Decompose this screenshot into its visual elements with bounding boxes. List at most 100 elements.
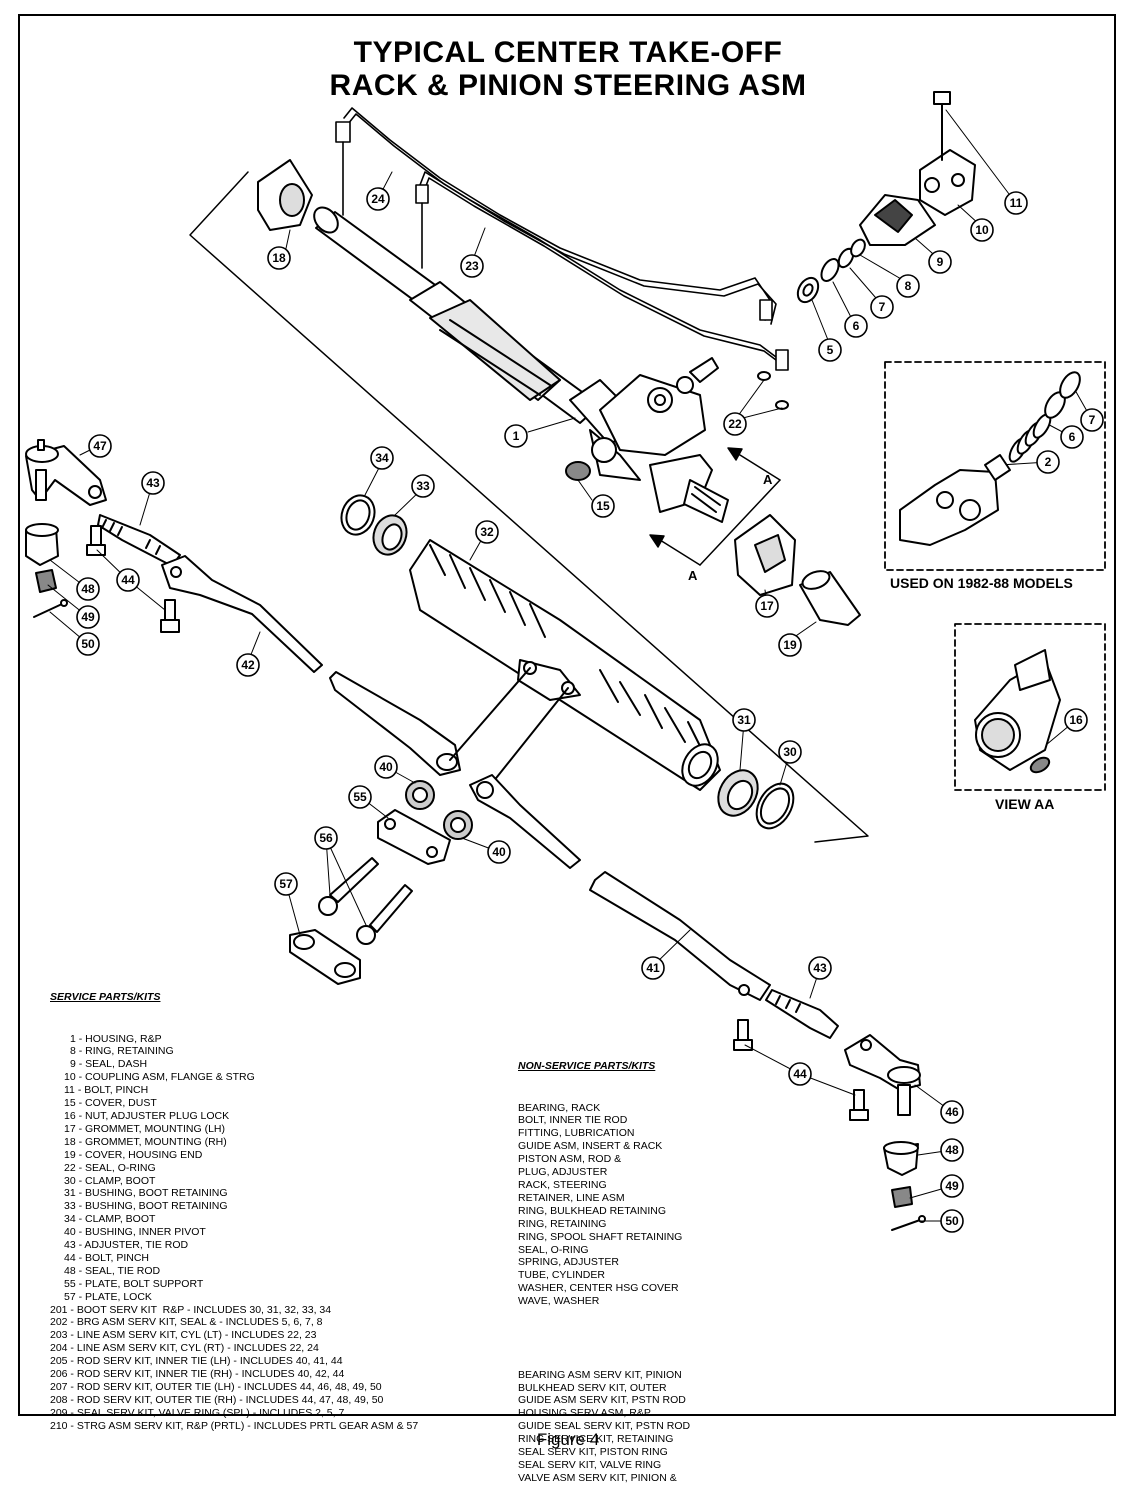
callout-2: 2: [1036, 450, 1060, 474]
exploded-view-diagram: 1 2 5 6 6 7 7 8 9 10 11 15 16 17 18 19 2…: [25, 91, 1106, 1233]
inset-view-aa: [954, 623, 1106, 791]
svg-text:55: 55: [353, 790, 367, 804]
svg-text:43: 43: [146, 476, 160, 490]
figure-frame: [18, 14, 1116, 1416]
list-item: WASHER, CENTER HSG COVER: [518, 1282, 679, 1295]
callout-19: 19: [778, 633, 802, 657]
list-item: 22 - SEAL, O-RING: [64, 1161, 156, 1174]
callout-24: 24: [366, 187, 390, 211]
list-item: 204 - LINE ASM SERV KIT, CYL (RT) - INCL…: [50, 1342, 319, 1355]
list-item: 207 - ROD SERV KIT, OUTER TIE (LH) - INC…: [50, 1381, 382, 1393]
plate-bolt-a: [318, 857, 379, 916]
list-item: HOUSING SERV ASM, R&P: [518, 1407, 651, 1420]
inset-1982-88: [884, 361, 1106, 571]
list-item: 203 - LINE ASM SERV KIT, CYL (LT) - INCL…: [50, 1329, 317, 1342]
housing-end-cover: [799, 570, 861, 626]
callout-57: 57: [274, 872, 298, 896]
callout-9: 9: [928, 250, 952, 274]
svg-text:23: 23: [465, 259, 479, 273]
callout-49-left: 49: [76, 605, 100, 629]
pinch-bolt-left-b: [160, 599, 180, 633]
callout-50-right: 50: [940, 1209, 964, 1233]
svg-text:41: 41: [646, 961, 660, 975]
callout-43-right: 43: [808, 956, 832, 980]
svg-text:57: 57: [279, 877, 293, 891]
inner-pivot-bushing-b: [443, 810, 473, 840]
callout-47: 47: [88, 434, 112, 458]
callout-32: 32: [475, 520, 499, 544]
list-item: GUIDE SEAL SERV KIT, PSTN ROD: [518, 1420, 691, 1433]
list-item: BEARING, RACK: [518, 1101, 601, 1114]
svg-text:46: 46: [945, 1105, 959, 1119]
list-item: 43 - ADJUSTER, TIE ROD: [64, 1239, 189, 1252]
boot-clamp-right: [755, 782, 795, 830]
callout-18: 18: [267, 246, 291, 270]
tie-rod-seal-left: [25, 523, 59, 566]
list-item: 201 - BOOT SERV KIT R&P - INCLUDES 30, 3…: [50, 1303, 332, 1316]
list-item: VALVE ASM SERV KIT, PINION &: [518, 1471, 677, 1484]
svg-text:17: 17: [760, 599, 774, 613]
callout-1: 1: [504, 424, 528, 448]
list-item: 209 - SEAL SERV KIT, VALVE RING (SPL) - …: [50, 1406, 345, 1419]
boot-bushing-left: [372, 514, 408, 556]
callout-42: 42: [236, 653, 260, 677]
svg-text:18: 18: [272, 251, 286, 265]
callout-17: 17: [755, 594, 779, 618]
svg-text:50: 50: [81, 637, 95, 651]
callout-41: 41: [641, 956, 665, 980]
tie-rod-seal-right: [883, 1141, 919, 1176]
svg-text:31: 31: [737, 713, 751, 727]
list-item: 48 - SEAL, TIE ROD: [64, 1264, 161, 1277]
list-item: RETAINER, LINE ASM: [518, 1191, 625, 1204]
list-item: RING SERVICE KIT, RETAINING: [518, 1433, 674, 1446]
svg-text:42: 42: [241, 658, 255, 672]
figure-title-line-1: TYPICAL CENTER TAKE-OFF: [353, 36, 783, 69]
plate-bolt-b: [356, 884, 413, 945]
svg-text:6: 6: [853, 319, 860, 333]
callout-22: 22: [723, 412, 747, 436]
list-item: SEAL SERV KIT, VALVE RING: [518, 1459, 662, 1471]
list-item: 17 - GROMMET, MOUNTING (LH): [64, 1122, 226, 1135]
callout-50-left: 50: [76, 632, 100, 656]
svg-text:16: 16: [1069, 713, 1083, 727]
lock-plate: [289, 929, 361, 985]
service-parts-header: SERVICE PARTS/KITS: [50, 990, 161, 1003]
svg-text:10: 10: [975, 223, 989, 237]
pinch-bolt-right-a: [733, 1019, 753, 1051]
svg-text:49: 49: [81, 610, 95, 624]
list-item: RACK, STEERING: [518, 1178, 607, 1191]
callout-55: 55: [348, 785, 372, 809]
figure-caption: Figure 4: [536, 1430, 600, 1449]
o-rings: [757, 371, 789, 410]
non-service-parts-header: NON-SERVICE PARTS/KITS: [518, 1059, 656, 1072]
list-item: FITTING, LUBRICATION: [518, 1127, 635, 1140]
svg-text:2: 2: [1045, 455, 1052, 469]
callout-8: 8: [896, 274, 920, 298]
castle-nut-left: [35, 569, 57, 593]
svg-text:48: 48: [81, 582, 95, 596]
tie-rod-adjuster-left: [97, 514, 181, 567]
pinion-seal-stack: [796, 91, 976, 304]
list-item: PLUG, ADJUSTER: [518, 1166, 608, 1179]
callout-15: 15: [591, 494, 615, 518]
cylinder-lines: [335, 107, 789, 371]
list-item: 9 - SEAL, DASH: [70, 1058, 148, 1071]
svg-text:7: 7: [1089, 413, 1096, 427]
section-markers: A A: [688, 472, 773, 583]
callout-33: 33: [411, 474, 435, 498]
list-item: GUIDE ASM SERV KIT, PSTN ROD: [518, 1394, 686, 1407]
callout-31: 31: [732, 708, 756, 732]
list-item: RING, SPOOL SHAFT RETAINING: [518, 1230, 683, 1243]
svg-text:1: 1: [513, 429, 520, 443]
list-item: SEAL SERV KIT, PISTON RING: [518, 1446, 668, 1459]
callout-49-right: 49: [940, 1174, 964, 1198]
svg-text:44: 44: [121, 573, 135, 587]
list-item: 57 - PLATE, LOCK: [64, 1290, 152, 1303]
inner-pivot-bushing-a: [405, 780, 435, 810]
list-item: 206 - ROD SERV KIT, INNER TIE (RH) - INC…: [50, 1368, 345, 1381]
callout-56: 56: [314, 826, 338, 850]
